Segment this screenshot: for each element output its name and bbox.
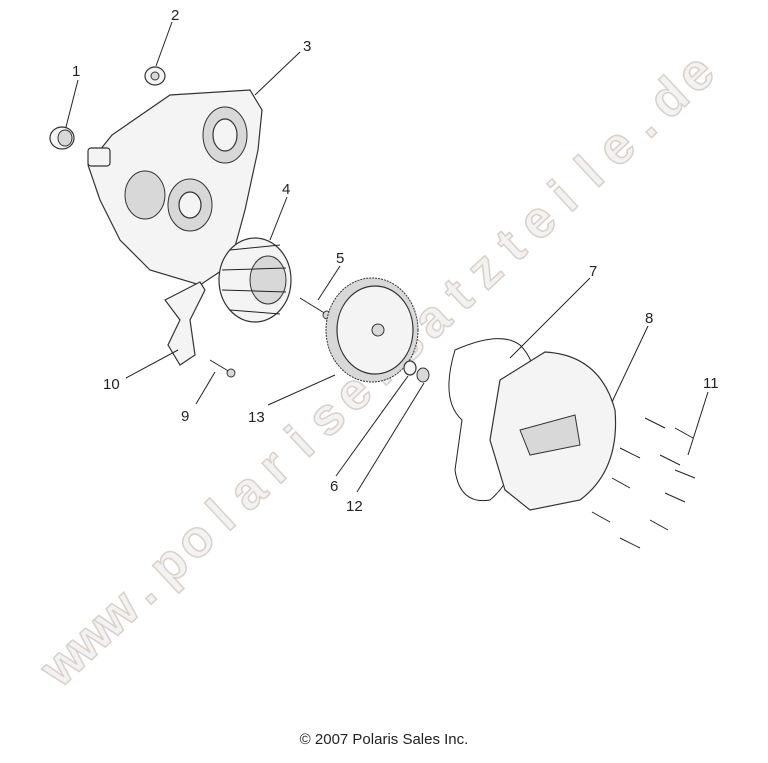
callout-5: 5 (317, 250, 344, 301)
callout-10: 10 (103, 349, 179, 393)
callout-6: 6 (330, 375, 409, 495)
callout-label: 11 (703, 375, 719, 392)
stator-part (218, 237, 292, 323)
callout-12: 12 (346, 382, 425, 515)
callout-label: 13 (248, 409, 265, 426)
screw-part-5 (299, 297, 332, 320)
crankcase-part (87, 89, 263, 286)
callout-label: 10 (103, 376, 120, 393)
callout-label: 3 (303, 38, 311, 55)
nut-part (416, 367, 430, 383)
callout-label: 7 (589, 263, 597, 280)
bearing-part (144, 66, 166, 86)
flywheel-part (325, 277, 419, 383)
stator-cover-part (489, 351, 617, 511)
callout-label: 9 (181, 408, 189, 425)
callout-label: 4 (282, 181, 290, 198)
callout-11: 11 (687, 375, 719, 456)
screw-part-9 (209, 359, 236, 378)
callout-label: 5 (336, 250, 344, 267)
callout-1: 1 (65, 63, 80, 128)
callout-label: 8 (645, 310, 653, 327)
wire-clamp-part (164, 281, 206, 366)
callout-4: 4 (269, 181, 290, 241)
callout-label: 2 (171, 7, 179, 24)
callout-label: 6 (330, 478, 338, 495)
callout-7: 7 (509, 263, 597, 359)
callout-label: 12 (346, 498, 363, 515)
callout-3: 3 (254, 38, 311, 96)
cover-bolts-part (591, 417, 696, 549)
washer-part (403, 360, 417, 376)
callout-8: 8 (611, 310, 653, 403)
seal-part (49, 126, 75, 150)
callout-13: 13 (248, 374, 336, 426)
callout-label: 1 (72, 63, 80, 80)
callout-9: 9 (181, 371, 216, 425)
copyright-text: © 2007 Polaris Sales Inc. (299, 731, 469, 748)
callout-2: 2 (155, 7, 179, 67)
